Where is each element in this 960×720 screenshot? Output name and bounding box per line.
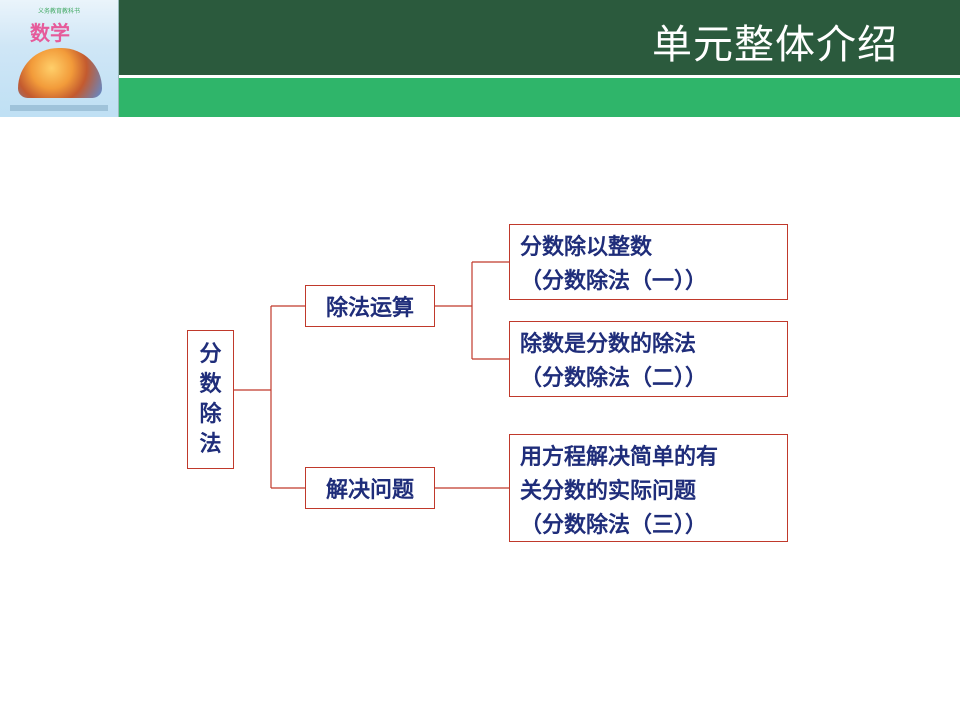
root-char: 除	[199, 401, 222, 427]
leaf-node: 用方程解决简单的有 关分数的实际问题 （分数除法（三））	[509, 434, 788, 542]
cover-title: 数学	[30, 21, 70, 45]
header-bar	[0, 0, 960, 75]
root-char: 数	[199, 371, 222, 397]
slide-title: 单元整体介绍	[652, 22, 898, 68]
leaf-line: 用方程解决简单的有	[520, 445, 719, 470]
root-node: 分 数 除 法	[187, 330, 234, 469]
root-char: 法	[199, 431, 222, 457]
leaf-line: （分数除法（一））	[520, 269, 708, 294]
branch-node-division-operation: 除法运算	[305, 285, 435, 327]
cover-publisher-strip	[10, 105, 108, 111]
branch-node-problem-solving: 解决问题	[305, 467, 435, 509]
textbook-cover-image: 义务教育教科书 数学	[0, 0, 119, 117]
header-divider	[0, 75, 960, 78]
leaf-line: （分数除法（二））	[520, 366, 708, 391]
leaf-line: 分数除以整数	[520, 235, 653, 260]
leaf-node: 除数是分数的除法 （分数除法（二））	[509, 321, 788, 397]
header-green-band	[0, 78, 960, 117]
cover-top-text: 义务教育教科书	[37, 8, 80, 15]
leaf-line: （分数除法（三））	[520, 513, 708, 538]
leaf-node: 分数除以整数 （分数除法（一））	[509, 224, 788, 300]
leaf-line: 除数是分数的除法	[520, 332, 697, 357]
root-char: 分	[199, 341, 222, 367]
leaf-line: 关分数的实际问题	[520, 479, 697, 504]
